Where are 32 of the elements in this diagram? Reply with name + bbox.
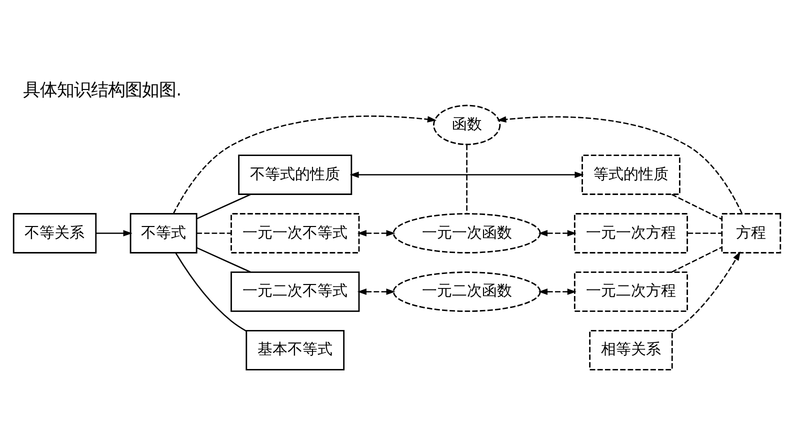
connector: [671, 194, 722, 220]
connector: [671, 246, 722, 273]
node-box: 方程: [721, 213, 782, 254]
connector: [466, 144, 468, 214]
arrow: [538, 288, 576, 295]
node-ellipse: 一元一次函数: [392, 213, 541, 254]
node-box: 一元二次方程: [574, 272, 688, 312]
node-ellipse: 函数: [433, 104, 501, 146]
connector: [688, 232, 722, 234]
node-box: 不等式: [130, 213, 198, 254]
node-box: 等式的性质: [582, 154, 680, 195]
node-box: 一元二次不等式: [230, 272, 360, 312]
node-box: 一元一次方程: [574, 213, 688, 254]
arrow: [96, 230, 132, 236]
connector: [196, 232, 232, 234]
arrow: [538, 230, 576, 236]
connector: [196, 247, 251, 273]
node-box: 相等关系: [589, 330, 673, 370]
node-box: 一元一次不等式: [230, 213, 360, 254]
arrow: [172, 116, 437, 214]
node-box: 不等关系: [12, 213, 97, 254]
node-box: 基本不等式: [246, 330, 345, 370]
arrow: [350, 172, 584, 178]
node-ellipse: 一元二次函数: [392, 272, 541, 312]
arrow: [357, 230, 396, 236]
arrow: [672, 251, 740, 332]
connector: [175, 252, 247, 332]
arrow: [497, 116, 743, 214]
node-box: 不等式的性质: [238, 154, 352, 195]
arrow: [357, 288, 396, 295]
diagram-title: 具体知识结构图如图.: [23, 80, 182, 101]
connector: [196, 194, 251, 220]
